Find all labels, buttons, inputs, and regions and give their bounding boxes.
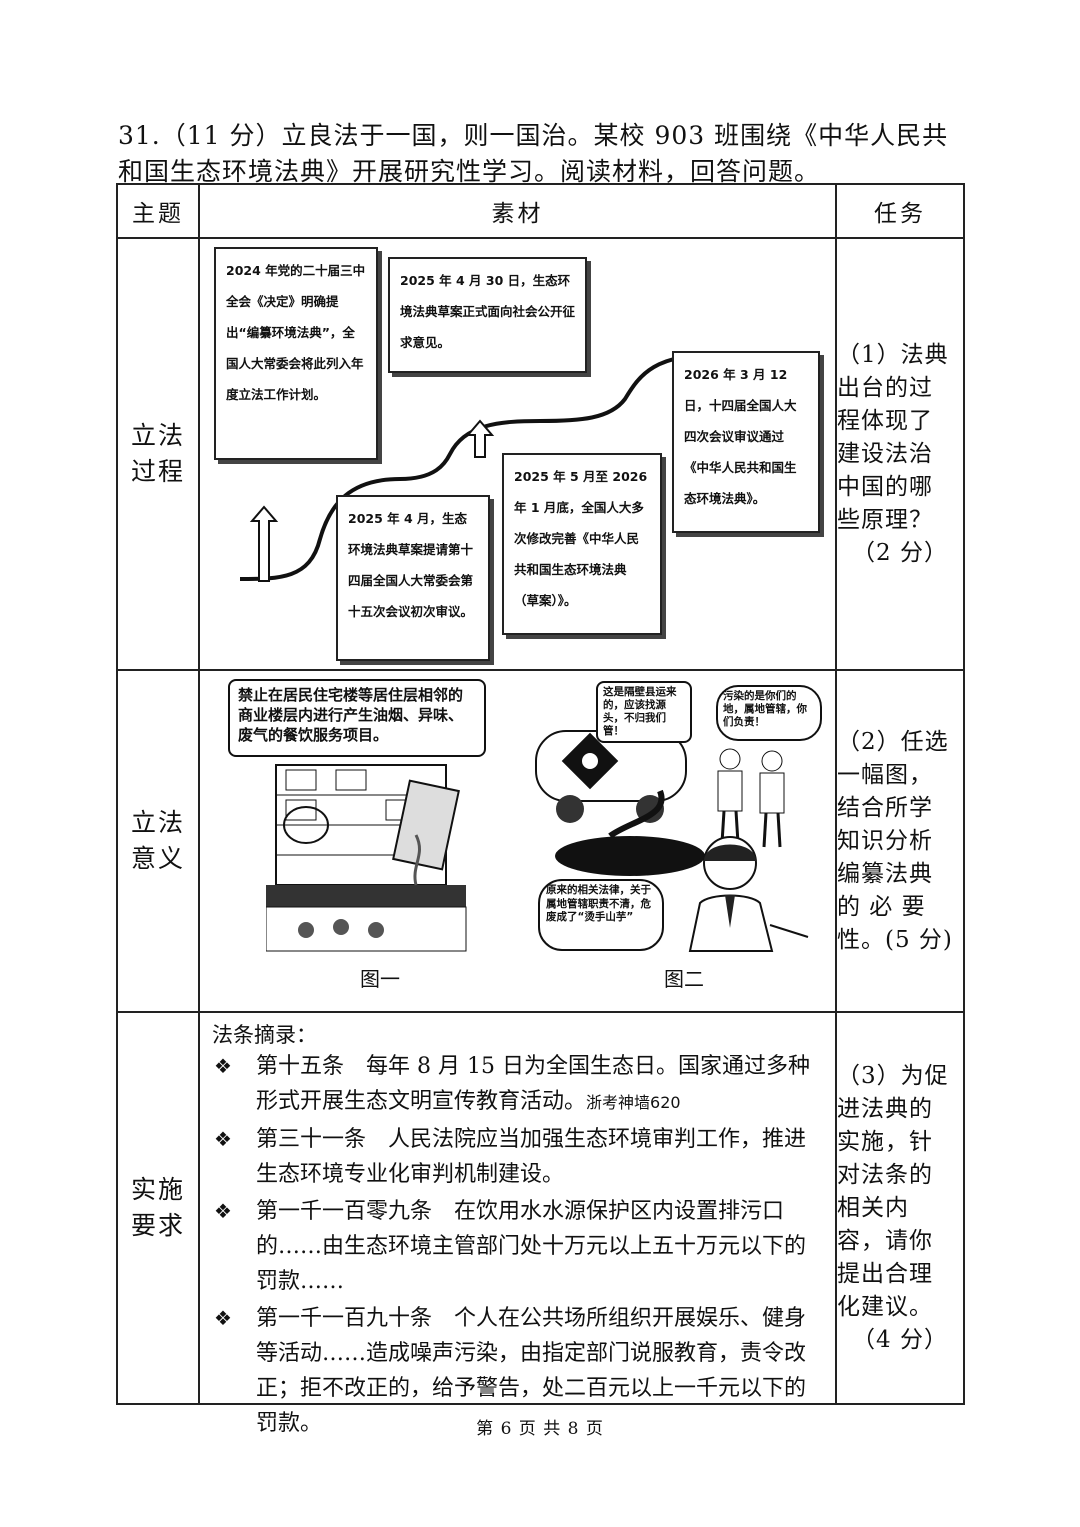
figures-cell: 禁止在居民住宅楼等居住层相邻的商业楼层内进行产生油烟、异味、废气的餐饮服务项目。 — [198, 669, 837, 1013]
timeline-event-2024: 2024 年党的二十届三中全会《决定》明确提出“编纂环境法典”，全国人大常委会将… — [214, 247, 378, 460]
sludge-puddle — [555, 836, 705, 876]
fig1-speech-bubble: 禁止在居民住宅楼等居住层相邻的商业楼层内进行产生油烟、异味、废气的餐饮服务项目。 — [228, 679, 486, 757]
header-task: 任务 — [835, 183, 965, 239]
fig2-speech-bubble-c: 原来的相关法律，关于属地管辖职责不清，危废成了“烫手山芋” — [538, 879, 664, 951]
official-woman-illustration — [688, 836, 809, 952]
fig2-tanker-illustration — [535, 730, 687, 839]
timeline-event-2025-04-30: 2025 年 4 月 30 日，生态环境法典草案正式面向社会公开征求意见。 — [388, 257, 587, 373]
bullet-icon: ❖ — [214, 1306, 232, 1330]
timeline-event-2025-04: 2025 年 4 月，生态环境法典草案提请第十四届全国人大常委会第十五次会议初次… — [336, 495, 490, 661]
law-item: ❖ 第三十一条 人民法院应当加强生态环境审判工作，推进生态环境专业化审判机制建设… — [214, 1122, 824, 1192]
timeline-event-2025-05: 2025 年 5 月至 2026 年 1 月底，全国人大多次修改完善《中华人民共… — [502, 453, 662, 635]
timeline-event-2026-03: 2026 年 3 月 12 日，十四届全国人大四次会议审议通过《中华人民共和国生… — [672, 351, 820, 533]
fig2-officials-illustration — [717, 748, 785, 848]
bullet-icon: ❖ — [214, 1127, 232, 1151]
theme-cell: 立法 过程 — [116, 237, 200, 671]
timeline-cell: 2024 年党的二十届三中全会《决定》明确提出“编纂环境法典”，全国人大常委会将… — [198, 237, 837, 671]
task-cell: （3）为促 进法典的 实施，针 对法条的 相关内 容，请你 提出合理 化建议。 … — [835, 1011, 965, 1405]
row-legislative-significance: 立法 意义 禁止在居民住宅楼等居住层相邻的商业楼层内进行产生油烟、异味、废气的餐… — [116, 669, 965, 1013]
fig2-caption: 图二 — [664, 967, 704, 991]
fig1-restaurant-illustration — [266, 764, 467, 952]
bullet-icon: ❖ — [214, 1199, 232, 1223]
law-excerpt-list: ❖ 第十五条 每年 8 月 15 日为全国生态日。国家通过多种形式开展生态文明宣… — [214, 1049, 824, 1443]
page-footer: 第 6 页 共 8 页 — [476, 1419, 604, 1439]
bullet-icon: ❖ — [214, 1054, 232, 1078]
row-implementation-requirements: 实施 要求 法条摘录： ❖ 第十五条 每年 8 月 15 日为全国生态日。国家通… — [116, 1011, 965, 1436]
watermark-text: 浙考神墙620 — [586, 1093, 681, 1112]
header-theme: 主题 — [116, 183, 200, 239]
law-excerpt-cell: 法条摘录： ❖ 第十五条 每年 8 月 15 日为全国生态日。国家通过多种形式开… — [198, 1011, 837, 1436]
fig2-speech-bubble-a: 这是隔壁县运来的，应该找源头，不归我们管！ — [596, 681, 692, 743]
row-legislative-process: 立法 过程 202 — [116, 237, 965, 671]
question-table: 主题 素材 任务 立法 过程 — [116, 183, 965, 1436]
theme-cell: 立法 意义 — [116, 669, 200, 1013]
task-cell: （1）法典 出台的过 程体现了 建设法治 中国的哪 些原理？ （2 分） — [835, 237, 965, 671]
fig2-speech-bubble-b: 污染的是你们的地，属地管辖，你们负责！ — [716, 685, 822, 741]
law-item: ❖ 第一千一百零九条 在饮用水水源保护区内设置排污口的……由生态环境主管部门处十… — [214, 1194, 824, 1299]
law-item: ❖ 第一千一百九十条 个人在公共场所组织开展娱乐、健身等活动……造成噪声污染，由… — [214, 1301, 824, 1441]
header-material: 素材 — [198, 183, 837, 239]
fig1-caption: 图一 — [360, 967, 400, 991]
law-excerpt-title: 法条摘录： — [212, 1023, 317, 1047]
law-item: ❖ 第十五条 每年 8 月 15 日为全国生态日。国家通过多种形式开展生态文明宣… — [214, 1049, 824, 1120]
table-header-row: 主题 素材 任务 — [116, 183, 965, 239]
question-stem: 31.（11 分）立良法于一国，则一国治。某校 903 班围绕《中华人民共和国生… — [118, 121, 949, 186]
task-cell: （2）任选 一幅图， 结合所学 知识分析 编纂法典 的 必 要 性。(5 分) — [835, 669, 965, 1013]
up-arrow-icon — [249, 419, 495, 582]
theme-cell: 实施 要求 — [116, 1011, 200, 1405]
